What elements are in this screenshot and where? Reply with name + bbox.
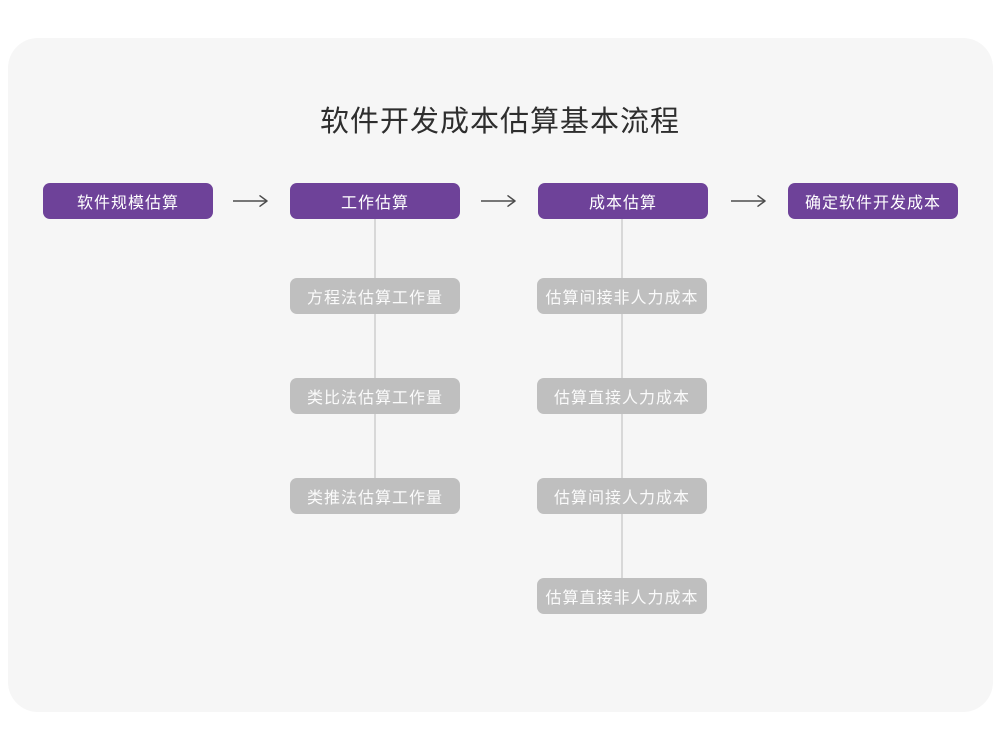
flow-node-label: 成本估算 — [588, 195, 657, 212]
sub-node-direct-labor-cost: 估算直接人力成本 — [537, 378, 707, 414]
diagram-card — [8, 38, 993, 712]
sub-node-label: 估算间接非人力成本 — [545, 290, 699, 307]
flow-node-work-estimation: 工作估算 — [290, 183, 460, 219]
flow-node-label: 工作估算 — [340, 195, 409, 212]
sub-node-label: 估算间接人力成本 — [553, 490, 690, 507]
sub-node-direct-nonlabor-cost: 估算直接非人力成本 — [537, 578, 707, 614]
sub-node-label: 类比法估算工作量 — [306, 390, 443, 407]
sub-node-label: 估算直接人力成本 — [553, 390, 690, 407]
sub-node-equation-method: 方程法估算工作量 — [290, 278, 460, 314]
page-title: 软件开发成本估算基本流程 — [319, 106, 680, 138]
right-arrow-icon — [481, 195, 516, 207]
connector-work-estimation — [374, 218, 376, 500]
sub-node-indirect-nonlabor-cost: 估算间接非人力成本 — [537, 278, 707, 314]
sub-node-label: 类推法估算工作量 — [306, 490, 443, 507]
flow-node-cost-estimation: 成本估算 — [538, 183, 708, 219]
sub-node-indirect-labor-cost: 估算间接人力成本 — [537, 478, 707, 514]
flow-node-label: 确定软件开发成本 — [804, 195, 941, 212]
flow-node-determine-dev-cost: 确定软件开发成本 — [788, 183, 958, 219]
sub-node-label: 估算直接非人力成本 — [545, 590, 699, 607]
flow-node-label: 软件规模估算 — [76, 195, 179, 212]
right-arrow-icon — [731, 195, 766, 207]
sub-node-analogy-method: 类比法估算工作量 — [290, 378, 460, 414]
right-arrow-icon — [233, 195, 268, 207]
sub-node-label: 方程法估算工作量 — [306, 290, 443, 307]
sub-node-extrapolation-method: 类推法估算工作量 — [290, 478, 460, 514]
flow-node-software-scale-estimation: 软件规模估算 — [43, 183, 213, 219]
